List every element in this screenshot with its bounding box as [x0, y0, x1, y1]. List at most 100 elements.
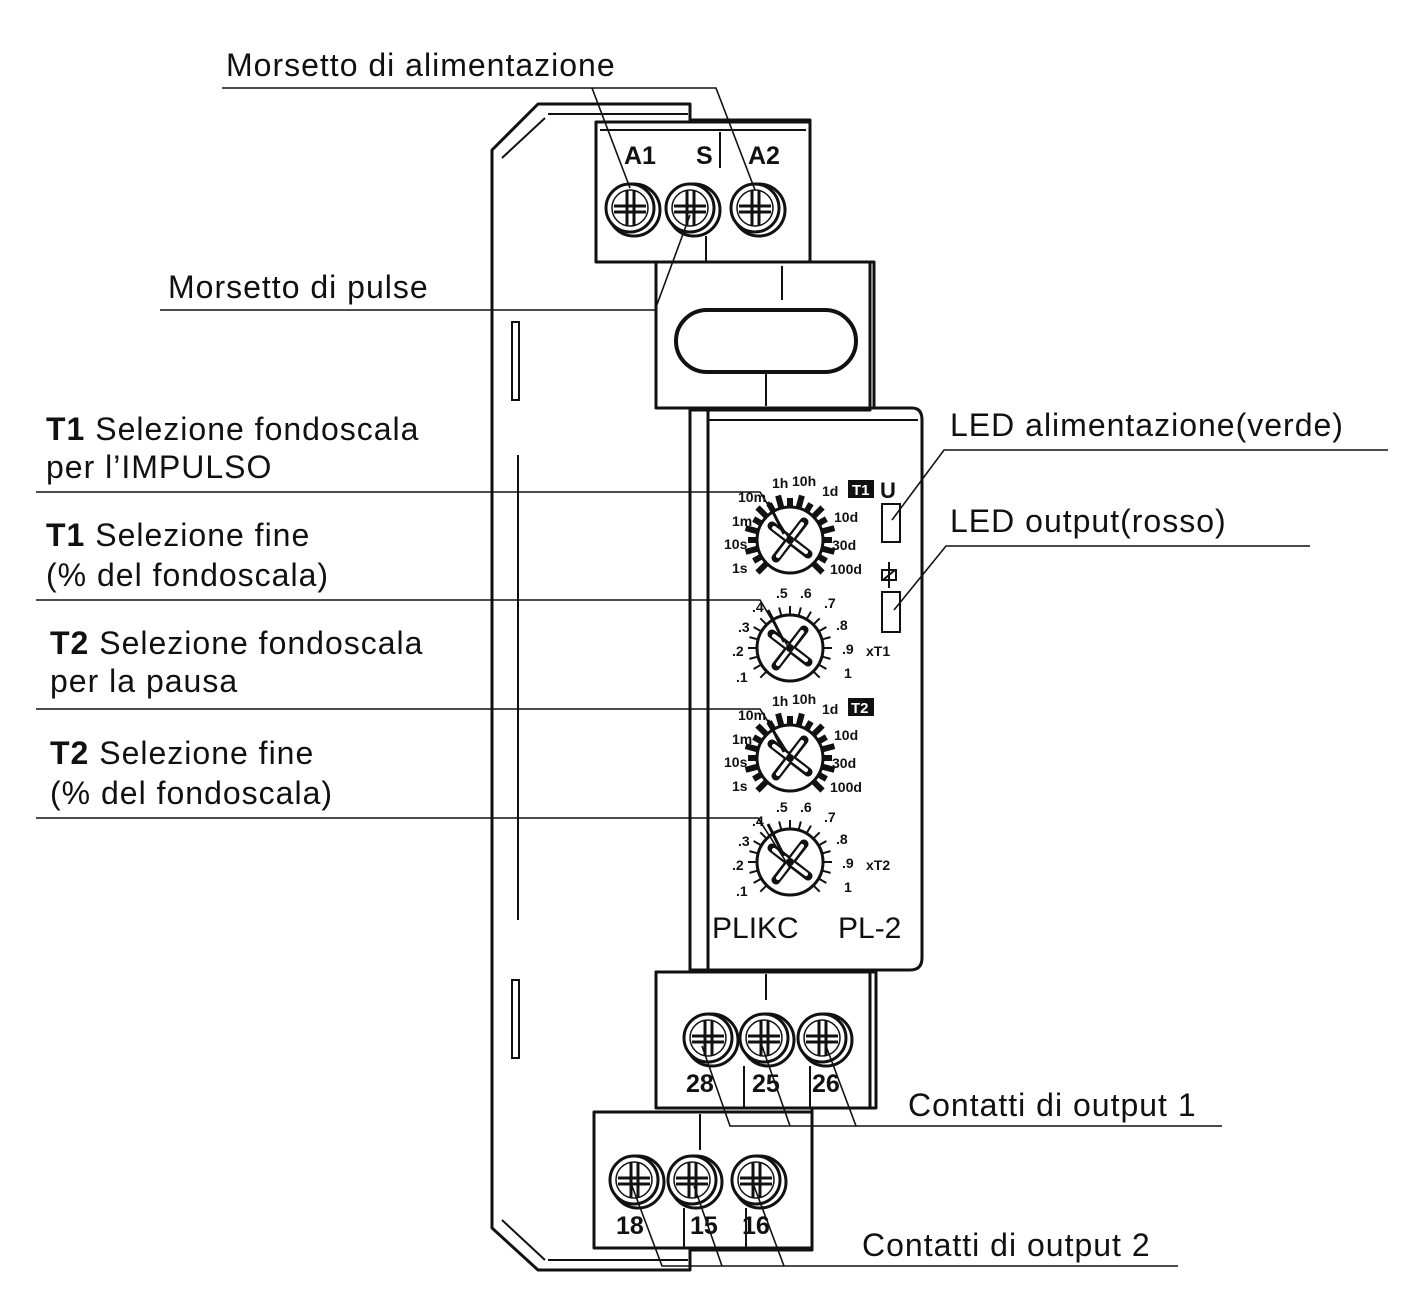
dial-label: 10h — [792, 691, 816, 707]
callouts: Morsetto di alimentazione Morsetto di pu… — [46, 47, 1344, 1263]
dial-label: 10h — [792, 473, 816, 489]
t2-fine-dial: .1 .2 .3.4 .5 .6 .7.8 .9 1 — [732, 799, 854, 899]
screw-icon — [738, 1012, 796, 1068]
panel-markings: T1 U T2 xT1 xT2 PLIKC PL-2 — [712, 478, 901, 945]
led-power — [881, 503, 901, 543]
dial-label: 1 — [844, 665, 852, 681]
dial-label: .3 — [738, 619, 750, 635]
screw-icon — [796, 1012, 854, 1068]
dial-label: 10m — [738, 707, 766, 723]
terminal-label-a1: A1 — [624, 142, 656, 170]
led-output — [881, 591, 901, 633]
callout-t1-fine-line1: Selezione fine — [85, 517, 310, 553]
dial-label: .4 — [752, 599, 764, 615]
callout-t1-fine-key: T1 — [46, 517, 85, 553]
t2-badge: T2 — [851, 700, 869, 717]
callout-t1-fine: T1 Selezione fine — [46, 517, 310, 553]
output2-terminal-labels: 18 15 16 — [616, 1212, 770, 1240]
terminal-label-a2: A2 — [748, 142, 780, 170]
dial-label: 1s — [732, 778, 748, 794]
callout-t1-range-line1: Selezione fondoscala — [85, 411, 419, 447]
screw-icon — [666, 1154, 724, 1210]
dial-label: .9 — [842, 855, 854, 871]
dial-label: .5 — [776, 585, 788, 601]
terminal-screws — [604, 182, 854, 1210]
callout-t2-fine-line1: Selezione fine — [89, 735, 314, 771]
dial-label: 30d — [832, 755, 856, 771]
callout-pulse-terminal: Morsetto di pulse — [168, 269, 429, 305]
dial-label: .1 — [736, 883, 748, 899]
dial-label: .2 — [732, 857, 744, 873]
t1-fine-dial: .1.2.3.4.5.6.7.8.91 — [732, 585, 854, 685]
terminal-label-28: 28 — [686, 1070, 714, 1098]
dial-label: 1d — [822, 483, 838, 499]
callout-t1-fine-line2: (% del fondoscala) — [46, 557, 329, 593]
dial-label: 10d — [834, 727, 858, 743]
dial-label: .5 — [776, 799, 788, 815]
top-terminal-labels: A1 S A2 — [624, 142, 780, 170]
dial-label: 1m — [732, 731, 752, 747]
screw-icon — [664, 182, 722, 238]
dial-label: .1 — [736, 669, 748, 685]
dial-label: 100d — [830, 561, 862, 577]
dial-label: 1h — [772, 693, 788, 709]
terminal-label-s: S — [696, 142, 713, 170]
dial-label: .7 — [824, 595, 836, 611]
dial-label: 10m — [738, 489, 766, 505]
terminal-label-18: 18 — [616, 1212, 644, 1240]
screw-icon — [604, 182, 662, 238]
dial-label: .2 — [732, 643, 744, 659]
dial-label: 1s — [732, 560, 748, 576]
callout-t1-range: T1 Selezione fondoscala — [46, 411, 419, 447]
callout-t2-range-line1: Selezione fondoscala — [89, 625, 423, 661]
dial-label: .6 — [800, 799, 812, 815]
screw-icon — [729, 182, 787, 238]
callout-supply-terminal: Morsetto di alimentazione — [226, 47, 616, 83]
output1-terminal-labels: 28 25 26 — [686, 1070, 840, 1098]
callout-output-contacts-2: Contatti di output 2 — [862, 1227, 1151, 1263]
dial-label: 100d — [830, 779, 862, 795]
callout-led-output: LED output(rosso) — [950, 503, 1227, 539]
led-power-mark: U — [880, 478, 896, 503]
callout-t2-range-line2: per la pausa — [50, 663, 238, 699]
callout-t1-range-key: T1 — [46, 411, 85, 447]
fine-suffix-t1: xT1 — [866, 643, 890, 659]
dial-label: .7 — [824, 809, 836, 825]
callout-t2-fine: T2 Selezione fine — [50, 735, 314, 771]
dial-label: .3 — [738, 833, 750, 849]
callout-led-power: LED alimentazione(verde) — [950, 407, 1344, 443]
dial-label: .4 — [752, 813, 764, 829]
relay-housing — [490, 102, 924, 1272]
t2-badge-bg — [848, 698, 874, 716]
callout-t2-range: T2 Selezione fondoscala — [50, 625, 423, 661]
leader-lines — [36, 87, 1388, 1267]
callout-t2-fine-line2: (% del fondoscala) — [50, 775, 333, 811]
dial-label: 1h — [772, 475, 788, 491]
fine-suffix-t2: xT2 — [866, 857, 890, 873]
callout-t2-fine-key: T2 — [50, 735, 89, 771]
dial-label: 10d — [834, 509, 858, 525]
dial-label: .6 — [800, 585, 812, 601]
dial-label: .8 — [836, 831, 848, 847]
callout-t2-range-key: T2 — [50, 625, 89, 661]
t1-badge: T1 — [852, 482, 870, 499]
dial-label: 1d — [822, 701, 838, 717]
dial-label: .9 — [842, 641, 854, 657]
screw-icon — [682, 1012, 740, 1068]
dial-label: 30d — [832, 537, 856, 553]
t1-badge-bg — [848, 480, 874, 498]
model-left: PLIKC — [712, 912, 799, 945]
screw-icon — [608, 1154, 666, 1210]
dial-label: 10s — [724, 754, 748, 770]
dial-label: 1m — [732, 513, 752, 529]
callout-output-contacts-1: Contatti di output 1 — [908, 1087, 1197, 1123]
terminal-label-26: 26 — [812, 1070, 840, 1098]
screw-icon — [730, 1154, 788, 1210]
dial-label: 1 — [844, 879, 852, 895]
relay-symbol-icon — [881, 562, 897, 588]
callout-t1-range-line2: per l’IMPULSO — [46, 449, 272, 485]
